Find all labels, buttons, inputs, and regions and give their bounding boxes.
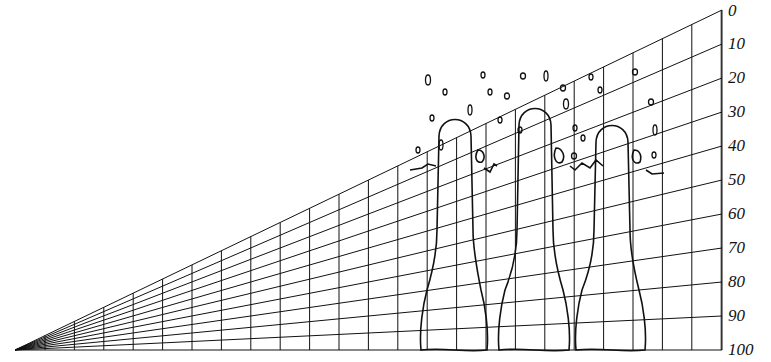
bone-particle — [598, 87, 602, 93]
scale-number: 80 — [728, 273, 745, 291]
grid-vertical — [456, 138, 457, 350]
perspective-grid — [15, 10, 722, 350]
scale-number: 40 — [728, 137, 745, 155]
grid-vertical — [133, 293, 134, 350]
grid-vertical — [721, 10, 722, 350]
bone-particle — [416, 147, 420, 153]
grid-vertical — [192, 265, 193, 350]
scale-number: 90 — [728, 307, 745, 325]
scale-number: 100 — [728, 341, 754, 359]
bone-particle — [581, 135, 585, 141]
bone-particles — [416, 69, 657, 159]
scale-number: 30 — [728, 103, 745, 121]
grid-vertical — [603, 67, 604, 350]
bone-particle — [572, 153, 577, 159]
bone-particle — [564, 99, 569, 109]
grid-vertical — [339, 194, 340, 350]
grid-vertical — [74, 321, 75, 350]
scale-number: 10 — [728, 35, 745, 53]
bone-particle — [498, 117, 502, 123]
fan-line — [15, 10, 722, 350]
grid-vertical — [691, 25, 692, 350]
bone-particle — [518, 127, 522, 133]
teeth-outline — [410, 109, 664, 351]
grid-vertical — [427, 152, 428, 350]
grid-vertical — [103, 307, 104, 350]
fan-line — [15, 78, 722, 350]
fan-line — [15, 112, 722, 350]
scale-number: 60 — [728, 205, 745, 223]
grid-vertical — [515, 109, 516, 350]
bone-crest — [410, 160, 664, 174]
bone-particle — [521, 73, 526, 79]
grid-vertical — [544, 95, 545, 350]
grid-vertical — [397, 166, 398, 350]
grid-vertical — [633, 53, 634, 350]
grid-vertical — [574, 81, 575, 350]
grid-vertical — [250, 237, 251, 350]
fan-line — [15, 180, 722, 350]
grid-vertical — [280, 222, 281, 350]
bone-particle — [561, 85, 566, 91]
grid-vertical — [309, 208, 310, 350]
fan-line — [15, 146, 722, 350]
fan-line — [15, 44, 722, 350]
bone-particle — [443, 89, 447, 95]
grid-vertical — [368, 180, 369, 350]
scale-number: 50 — [728, 171, 745, 189]
grid-vertical — [45, 336, 46, 350]
scale-number: 70 — [728, 239, 745, 257]
scale-number: 0 — [728, 2, 737, 20]
grid-vertical — [162, 279, 163, 350]
bone-particle — [481, 72, 485, 78]
bone-particle — [468, 105, 472, 115]
bone-particle — [649, 99, 654, 105]
grid-vertical — [662, 39, 663, 350]
bone-particle — [544, 71, 548, 81]
bone-particle — [488, 89, 492, 95]
grid-vertical — [722, 10, 723, 350]
grid-vertical — [221, 251, 222, 350]
bone-particle — [439, 140, 443, 150]
bone-crest-inner — [476, 148, 641, 163]
scale-number: 20 — [728, 69, 745, 87]
bone-particle — [589, 74, 593, 80]
bone-particle — [653, 125, 657, 135]
bone-particle — [426, 75, 431, 85]
tooth-outline — [575, 126, 645, 351]
bone-particle — [652, 152, 656, 158]
bone-particle — [573, 125, 577, 131]
bone-particle — [430, 115, 434, 121]
bone-particle — [505, 93, 510, 99]
tooth-outline — [498, 109, 569, 351]
bone-particle — [633, 69, 638, 75]
tooth-outline — [420, 120, 487, 351]
